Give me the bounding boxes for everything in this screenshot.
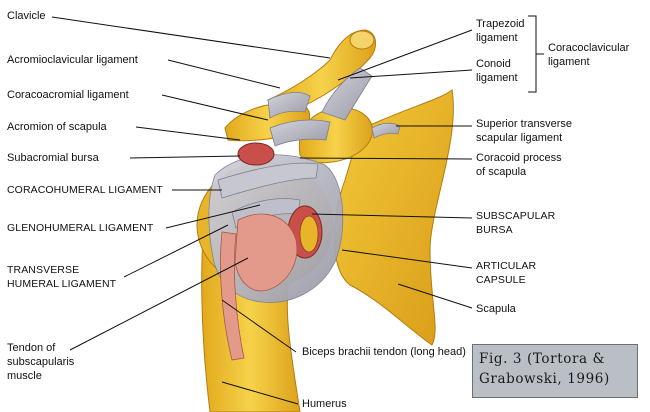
label-subscapular-bursa-line1: SUBSCAPULAR (476, 210, 556, 222)
label-acromioclavicular-ligament: Acromioclavicular ligament (7, 54, 138, 66)
label-clavicle: Clavicle (7, 10, 46, 22)
label-humerus: Humerus (302, 398, 347, 410)
acromioclavicular-ligament (267, 92, 311, 119)
figure-caption: Fig. 3 (Tortora & Grabowski, 1996) (472, 344, 638, 398)
clavicle-end (349, 30, 375, 50)
label-coracoclavicular-ligament-line1: Coracoclavicular (548, 42, 630, 54)
label-articular-capsule-line1: ARTICULAR (476, 260, 537, 272)
coracoacromial-ligament (269, 119, 331, 147)
label-tendon-of-subscapularis-line1: Tendon of (7, 342, 56, 354)
label-coracoclavicular-ligament-line2: ligament (548, 56, 590, 68)
caption-line2: Grabowski, 1996) (479, 371, 610, 387)
label-coracoacromial-ligament: Coracoacromial ligament (7, 89, 129, 101)
subscapular-bursa-inner (299, 215, 319, 253)
label-superior-transverse-scapular-ligament-line2: scapular ligament (476, 132, 563, 144)
superior-transverse-scapular-ligament (371, 122, 401, 139)
label-conoid-ligament-line2: ligament (476, 72, 518, 84)
label-glenohumeral-ligament: GLENOHUMERAL LIGAMENT (7, 222, 154, 234)
label-trapezoid-ligament-line1: Trapezoid (476, 18, 525, 30)
label-acromion-of-scapula: Acromion of scapula (7, 121, 107, 133)
subscapularis-tendon (234, 213, 298, 292)
coracoclavicular-bracket (528, 15, 537, 93)
label-conoid-ligament-line1: Conoid (476, 58, 511, 70)
biceps-brachii-tendon (220, 231, 245, 361)
coracoclavicular-ligament (321, 67, 373, 121)
label-transverse-humeral-ligament-line2: HUMERAL LIGAMENT (7, 278, 117, 290)
label-subacromial-bursa: Subacromial bursa (7, 152, 99, 164)
coracohumeral-ligament (217, 162, 319, 199)
label-scapula: Scapula (476, 303, 516, 315)
label-subscapular-bursa-line2: BURSA (476, 224, 513, 236)
scapula-bone (333, 89, 454, 346)
label-transverse-humeral-ligament-line1: TRANSVERSE (7, 264, 80, 276)
subacromial-bursa (237, 142, 275, 166)
label-coracohumeral-ligament: CORACOHUMERAL LIGAMENT (7, 184, 163, 196)
label-trapezoid-ligament-line2: ligament (476, 32, 518, 44)
leader-lines (51, 16, 473, 405)
label-tendon-of-subscapularis-line2: subscapularis (7, 356, 75, 368)
label-tendon-of-subscapularis-line3: muscle (7, 370, 42, 382)
label-coracoid-process-line2: of scapula (476, 166, 527, 178)
label-articular-capsule-line2: CAPSULE (476, 274, 526, 286)
caption-line1: Fig. 3 (Tortora & (479, 351, 606, 367)
label-coracoid-process-line1: Coracoid process (476, 152, 562, 164)
label-biceps-brachii-tendon: Biceps brachii tendon (long head) (302, 346, 466, 358)
label-superior-transverse-scapular-ligament-line1: Superior transverse (476, 118, 572, 130)
